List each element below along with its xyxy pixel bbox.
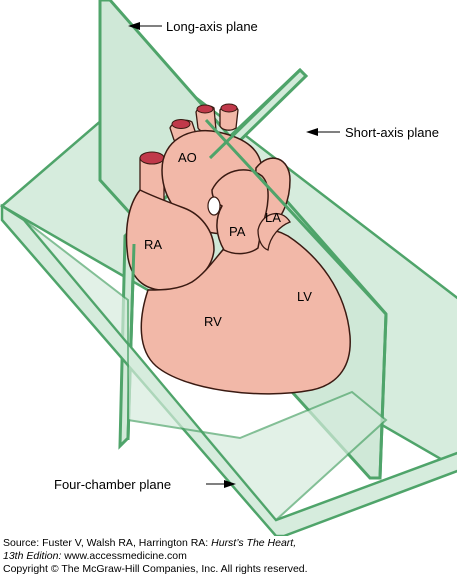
label-la: LA — [265, 210, 281, 225]
source-prefix: Source: Fuster V, Walsh RA, Harrington R… — [3, 537, 212, 549]
copyright-line: Copyright © The McGraw-Hill Companies, I… — [3, 563, 308, 575]
pa-gap — [207, 196, 221, 216]
source-edition: 13th Edition: — [3, 550, 62, 562]
label-rv: RV — [204, 314, 222, 329]
heart — [125, 103, 351, 395]
short-axis-front-edge — [208, 68, 302, 160]
aortic-vessel-lumen-3 — [220, 103, 238, 113]
label-ao: AO — [178, 150, 197, 165]
long-axis-label: Long-axis plane — [166, 19, 258, 34]
long-axis-front-edge — [204, 118, 388, 316]
short-axis-label: Short-axis plane — [345, 125, 439, 140]
source-credit: Source: Fuster V, Walsh RA, Harrington R… — [3, 537, 455, 576]
label-lv: LV — [297, 289, 312, 304]
aortic-vessel-lumen-2 — [196, 104, 214, 114]
source-line-1: Source: Fuster V, Walsh RA, Harrington R… — [3, 537, 455, 550]
short-axis-arrowhead — [306, 128, 318, 136]
four-chamber-arrowhead — [224, 480, 236, 488]
left-atrial-appendage — [257, 212, 291, 251]
long-axis-front-edge — [378, 313, 388, 479]
cardiac-imaging-planes-diagram: Long-axis plane Short-axis plane Four-ch… — [0, 0, 457, 536]
ventricles — [140, 227, 351, 395]
aortic-vessel-lumen-1 — [171, 119, 191, 129]
label-pa: PA — [229, 224, 246, 239]
svc-lumen — [139, 151, 165, 165]
source-url: www.accessmedicine.com — [61, 550, 187, 562]
four-chamber-plane-lower — [23, 219, 388, 522]
four-chamber-label: Four-chamber plane — [54, 477, 171, 492]
source-line-2: 13th Edition: www.accessmedicine.com — [3, 550, 455, 563]
long-axis-arrowhead — [128, 22, 140, 30]
source-book-title: Hurst’s The Heart, — [211, 537, 297, 549]
label-ra: RA — [144, 237, 162, 252]
